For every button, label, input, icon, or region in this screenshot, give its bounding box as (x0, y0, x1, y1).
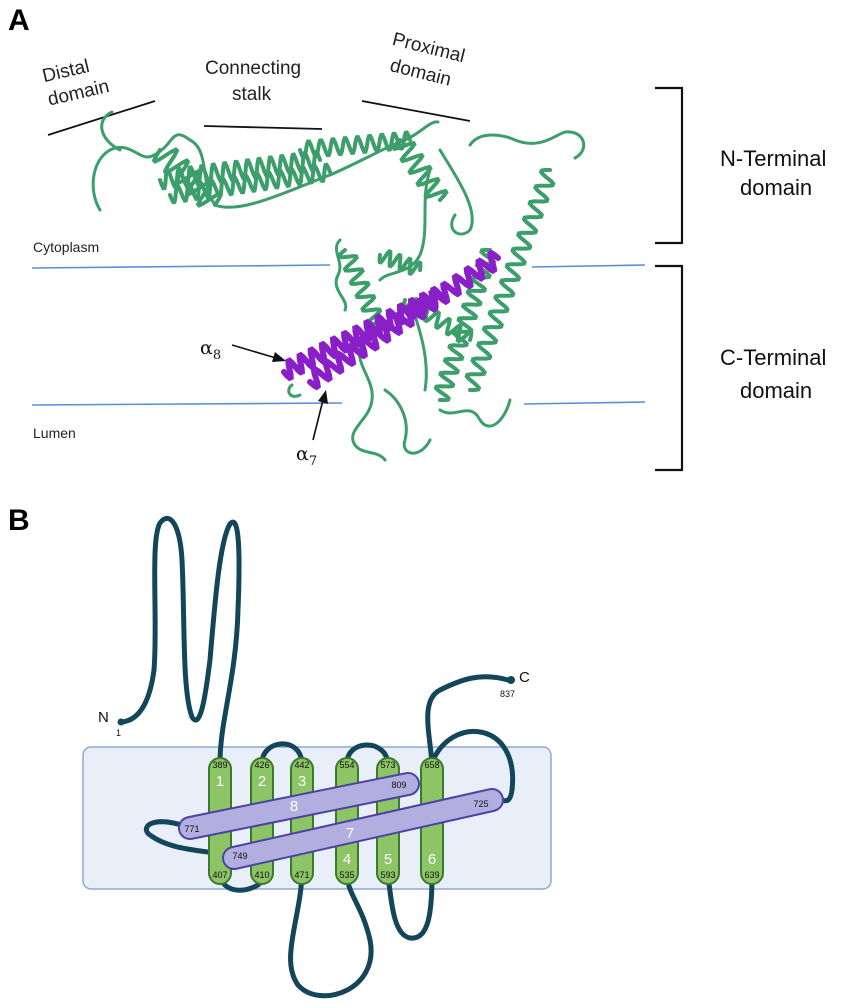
c-terminal-label-line2: domain (740, 378, 812, 403)
panel-a-letter: A (8, 4, 30, 37)
alpha7-helix (307, 249, 501, 391)
alpha8-label: α8 (200, 337, 221, 363)
tm-helix-top-residue: 554 (339, 760, 354, 770)
connecting-label-line2: stalk (232, 84, 272, 105)
alpha8-arrowhead (272, 352, 286, 362)
distal-domain-label: Distal domain (40, 56, 111, 111)
tm-helix-bottom-residue: 535 (339, 870, 354, 880)
c-terminus-label: C (519, 669, 530, 686)
cytoplasm-label: Cytoplasm (33, 239, 99, 255)
proximal-domain-bar (361, 100, 471, 122)
tm-helix-number: 1 (216, 773, 224, 790)
cytoplasm-membrane-line-left (31, 264, 331, 269)
n-terminus-residue: 1 (116, 728, 121, 738)
tm-helix (464, 168, 556, 392)
connecting-stalk-bar (203, 125, 323, 130)
n-terminal-loop (119, 515, 242, 766)
proximal-sheet (391, 138, 449, 202)
helix (377, 249, 423, 276)
loop-2-3 (259, 741, 305, 766)
protein-helices (151, 130, 556, 403)
lumen-membrane-line-right (523, 401, 646, 405)
tm-helix-bottom-residue: 639 (424, 870, 439, 880)
amph-helix-body (224, 790, 502, 868)
stalk-helix (298, 130, 412, 160)
lumen-label: Lumen (33, 425, 76, 441)
tm-helix-3: 442 471 3 (290, 757, 314, 885)
distal-domain-bar (47, 100, 156, 136)
tm-helix (433, 247, 497, 403)
c-terminal-bracket (655, 264, 684, 472)
tm-helix-top-residue: 658 (424, 760, 439, 770)
alpha8-arrow (231, 344, 277, 359)
tm-helix-top-residue: 426 (254, 760, 269, 770)
topology-loops (119, 515, 516, 999)
amph-helix-number: 7 (346, 825, 354, 842)
c-terminus-residue: 837 (500, 689, 515, 699)
c-terminal-label-line1: C-Terminal (720, 345, 826, 370)
tm-helix-top-residue: 389 (212, 760, 227, 770)
n-terminal-bracket (655, 86, 684, 245)
n-terminal-label-line1: N-Terminal (720, 146, 826, 171)
amph-helix-end-residue: 725 (473, 799, 488, 809)
amph-helix-start-residue: 771 (184, 824, 199, 834)
loop-3-4 (288, 872, 374, 999)
tm-helix-bottom-residue: 593 (380, 870, 395, 880)
lumen-membrane-line-left (31, 402, 343, 406)
cytoplasm-membrane-line-right (531, 264, 646, 268)
c-terminus-dot (507, 676, 515, 684)
loop-6-h7 (429, 728, 516, 804)
connecting-label-line1: Connecting (205, 58, 301, 79)
distal-sheet (151, 147, 224, 208)
amph-helix-8: 8 771 809 (178, 772, 420, 840)
membrane-region (82, 746, 552, 890)
alpha7-label: α7 (296, 443, 317, 469)
loop-4-5 (344, 742, 391, 766)
protein-ribbon-structure (91, 110, 586, 462)
alpha7-arrowhead (318, 390, 328, 404)
tm-helix-bottom-residue: 471 (294, 870, 309, 880)
n-terminus-label: N (98, 709, 109, 726)
amphipathic-helices: 8 771 809 7 749 725 (178, 772, 504, 870)
loop-5-6 (385, 872, 435, 941)
loop-6-c (425, 674, 511, 766)
n-terminal-label-line2: domain (740, 175, 812, 200)
loop-h7-h8 (143, 819, 231, 858)
tm-helix-number: 2 (258, 773, 266, 790)
tm-helix (336, 248, 389, 332)
amph-helix-7: 7 749 725 (222, 788, 504, 870)
tm-helix-number: 4 (343, 851, 351, 868)
amph-helix-end-residue: 809 (391, 780, 406, 790)
tm-helix-top-residue: 442 (294, 760, 309, 770)
amph-helix-number: 8 (290, 798, 298, 815)
amph-helix-start-residue: 749 (232, 851, 247, 861)
amph-helix-body (180, 774, 418, 838)
proximal-domain-label: Proximal domain (388, 29, 467, 91)
panel-b-letter: B (8, 504, 30, 537)
n-terminus-dot (117, 718, 125, 726)
tm-helix-bottom-residue: 410 (254, 870, 269, 880)
alpha8-helix (281, 285, 443, 382)
tm-helix-number: 3 (298, 773, 306, 790)
tm-helix-number: 5 (384, 851, 392, 868)
tm-helix-top-residue: 573 (380, 760, 395, 770)
tm-helix-bottom-residue: 407 (212, 870, 227, 880)
alpha7-arrow (312, 399, 324, 441)
highlighted-helices (281, 249, 501, 391)
tm-helix-number: 6 (428, 851, 436, 868)
stalk-helix (168, 162, 332, 205)
